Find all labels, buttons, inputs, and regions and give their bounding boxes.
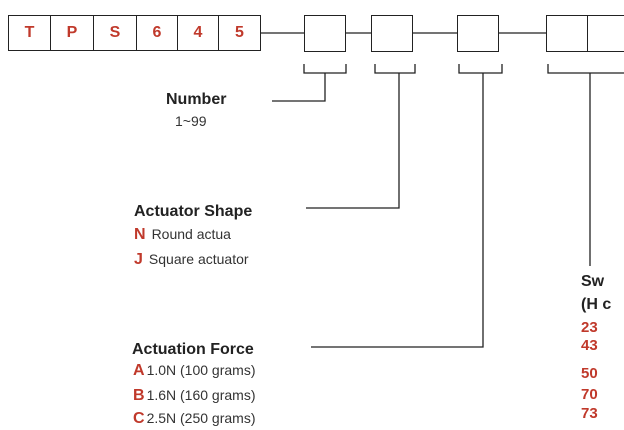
option-box-switch-2	[587, 15, 624, 52]
number-heading: Number	[166, 91, 227, 108]
actuation-force-heading: Actuation Force	[132, 341, 254, 358]
switch-code: 23	[581, 319, 598, 336]
option-code: B	[133, 387, 145, 404]
option-label: Round actua	[151, 226, 231, 242]
switch-code: 73	[581, 405, 598, 422]
leader-number	[272, 73, 326, 102]
switch-code: 50	[581, 365, 598, 382]
bracket-switch	[547, 64, 624, 74]
option-code: J	[134, 251, 143, 268]
option-box-shape	[371, 15, 413, 52]
switch-heading-line2: (H c	[581, 296, 612, 313]
actuator-shape-option: N Round actua	[134, 226, 231, 244]
prefix-box-5: 5	[218, 15, 261, 51]
option-label: Square actuator	[148, 251, 249, 267]
leader-shape	[306, 73, 400, 209]
switch-code: 43	[581, 337, 598, 354]
prefix-box-t: T	[8, 15, 51, 51]
bracket-shape	[374, 64, 416, 74]
option-label: 1.0N (100 grams)	[146, 362, 256, 378]
option-label: 2.5N (250 grams)	[146, 410, 256, 426]
prefix-box-s: S	[93, 15, 137, 51]
option-code: A	[133, 362, 145, 379]
bracket-force	[458, 64, 503, 74]
actuator-shape-option: J Square actuator	[134, 251, 249, 269]
prefix-box-6: 6	[136, 15, 178, 51]
option-code: C	[133, 410, 145, 427]
leader-force	[311, 73, 484, 348]
option-code: N	[134, 226, 146, 243]
number-range: 1~99	[175, 113, 207, 129]
switch-heading-line1: Sw	[581, 273, 605, 290]
bracket-number	[303, 64, 347, 74]
prefix-box-p: P	[50, 15, 94, 51]
option-box-number	[304, 15, 346, 52]
actuator-shape-heading: Actuator Shape	[134, 203, 253, 220]
option-box-switch-1	[546, 15, 588, 52]
switch-code: 70	[581, 386, 598, 403]
option-label: 1.6N (160 grams)	[146, 387, 256, 403]
prefix-box-4: 4	[177, 15, 219, 51]
option-box-force	[457, 15, 499, 52]
